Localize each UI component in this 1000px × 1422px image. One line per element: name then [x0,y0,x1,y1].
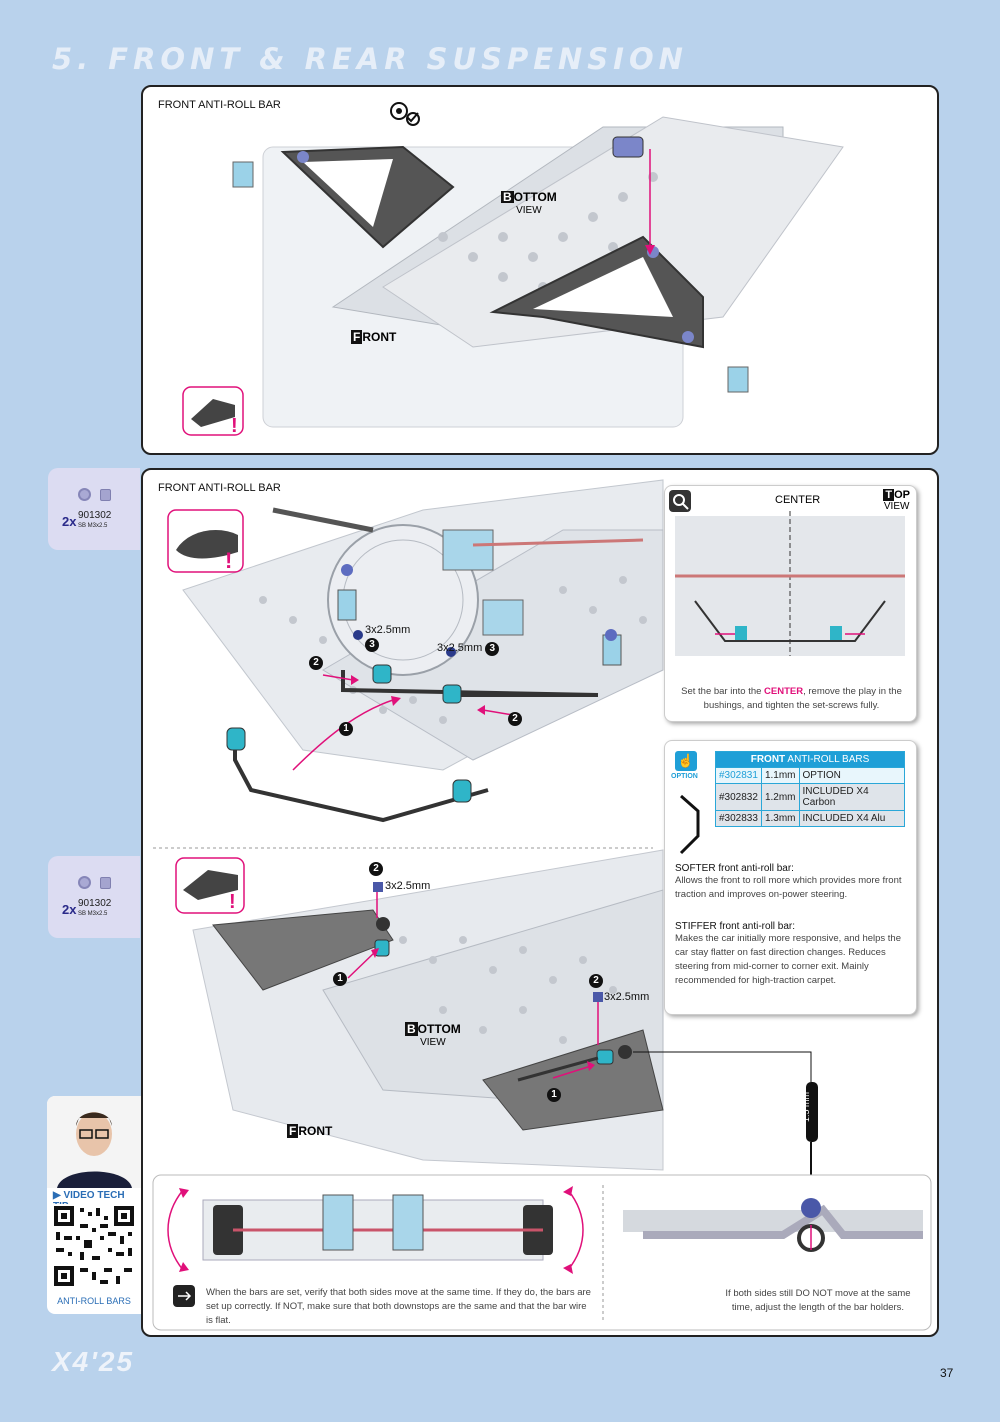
model-logo: X4'25 [52,1346,135,1377]
presenter-photo [47,1096,141,1188]
step-badge: 3 [485,642,500,656]
chassis-illustration: ! [182,102,844,437]
option-badge: OPTION [671,773,698,780]
callout-step-1c: 1 [547,1088,561,1102]
callout-step-1b: 1 [333,972,347,986]
assembly-illustration: ! ! [152,479,932,1331]
svg-text:!: ! [231,415,238,437]
center-label: CENTER [775,494,821,506]
callout-step-2a: 2 [309,656,323,670]
front-initial: F [351,330,363,344]
washer-icon [78,488,91,501]
front-word: RONT [362,330,397,344]
callout-step-2d: 2 [589,974,603,988]
svg-text:!: ! [225,548,232,573]
bottom-view-initial: B [501,190,514,204]
callout-screw-a: 3x2.5mm [365,624,411,636]
callout-screw-b: 3x2.5mm 3 [437,642,500,656]
panel-front-anti-roll-bar-bottom: FRONT ANTI-ROLL BAR ! [141,85,939,455]
bottom-view-word: OTTOM [513,190,557,204]
adjust-caption: If both sides still DO NOT move at the s… [725,1288,911,1313]
panel-label: FRONT ANTI-ROLL BAR [158,99,281,111]
video-tech-tip-subtitle: ANTI-ROLL BARS [57,1296,131,1306]
qr-code[interactable] [52,1204,136,1288]
callout-step-3a: 3 [365,638,379,652]
softer-note: SOFTER front anti-roll bar: Allows the f… [675,863,902,900]
part-qty: 2x [62,514,77,529]
view-word: VIEW [516,205,542,216]
svg-text:!: ! [229,891,236,913]
table-header: FRONT ANTI-ROLL BARS [715,751,905,768]
screw-icon [100,877,111,889]
center-inset-drawing [675,511,905,656]
magnifier-icon [669,490,691,512]
stiffer-note: STIFFER front anti-roll bar: Makes the c… [675,921,902,986]
callout-step-2b: 2 [508,712,522,726]
screw-icon [100,489,111,501]
panel-front-anti-roll-bar-assembly: FRONT ANTI-ROLL BAR [141,468,939,1337]
page-number: 37 [940,1366,954,1380]
callout-step-2c: 2 [369,862,383,876]
washer-icon [78,876,91,889]
anti-roll-bar-shape-icon [679,794,700,855]
page-title: 5. FRONT & REAR SUSPENSION [52,42,688,76]
step-badge: 3 [365,638,379,652]
callout-step-1: 1 [339,722,353,736]
center-inset-caption: Set the bar into the CENTER, remove the … [681,686,902,711]
video-tech-tip[interactable]: ▶ VIDEO TECH TIP ANTI-ROLL BARS [47,1096,141,1314]
panel-label: FRONT ANTI-ROLL BAR [158,482,281,494]
gauge-label: 1.5 mm [801,1091,812,1123]
callout-screw-d: 3x2.5mm [604,991,650,1003]
verify-caption: When the bars are set, verify that both … [206,1287,591,1326]
callout-screw-c: 3x2.5mm [385,880,431,892]
thumbs-up-icon: ☝ [675,751,697,771]
part-qty: 2x [62,902,77,917]
